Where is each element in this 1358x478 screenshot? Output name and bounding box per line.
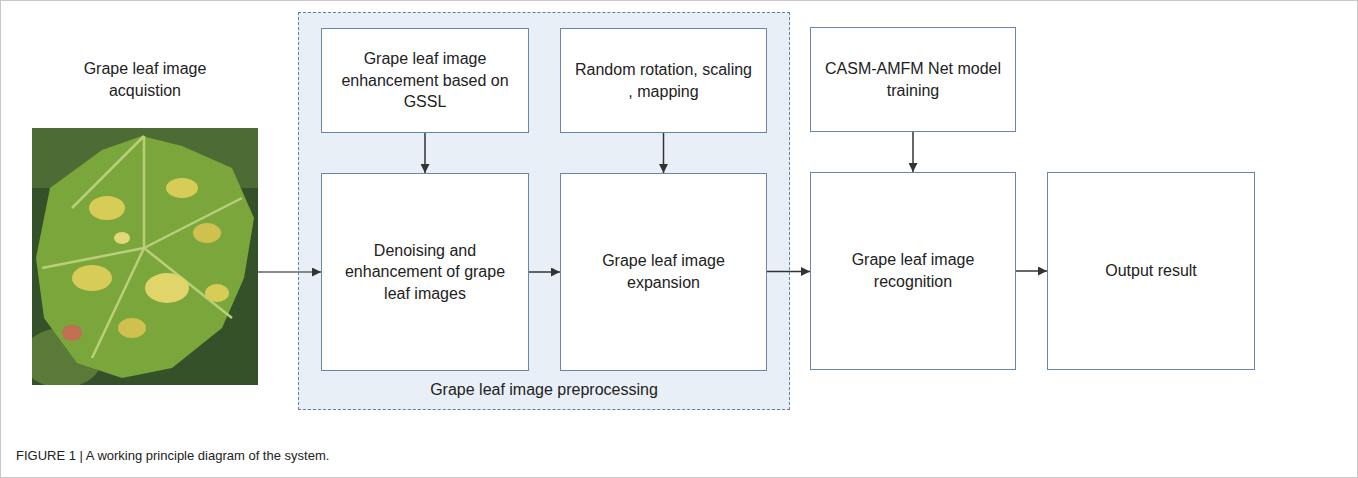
flow-arrow <box>258 271 321 273</box>
box-label: Output result <box>1105 260 1197 282</box>
flow-arrow <box>1016 270 1047 272</box>
flow-arrow <box>767 271 810 273</box>
process-box: Output result <box>1047 172 1255 370</box>
leaf-photo <box>32 128 258 385</box>
dashed-region: Grape leaf image preprocessing Grape leaf… <box>298 12 790 410</box>
process-box: Grape leaf image expansion <box>560 173 767 371</box>
box-label: Grape leaf image recognition <box>823 249 1003 292</box>
process-box: Random rotation, scaling , mapping <box>560 28 767 133</box>
process-box: CASM-AMFM Net model training <box>810 27 1016 132</box>
box-label: Grape leaf image expansion <box>573 250 754 293</box>
flow-arrow <box>529 271 560 273</box>
process-box: Denoising and enhancement of grape leaf … <box>321 173 529 371</box>
region-label: Grape leaf image preprocessing <box>430 379 658 401</box>
image-label: Grape leaf image acquistion <box>65 58 225 101</box>
process-box: Grape leaf image recognition <box>810 172 1016 370</box>
box-label: Denoising and enhancement of grape leaf … <box>334 240 516 305</box>
flow-arrow <box>663 133 665 173</box>
flow-arrow <box>424 133 426 173</box>
region-fill <box>298 12 790 410</box>
image-node: Grape leaf image acquistion <box>32 58 258 385</box>
box-label: Random rotation, scaling , mapping <box>573 59 754 102</box>
box-label: CASM-AMFM Net model training <box>823 58 1003 101</box>
figure-caption: FIGURE 1 | A working principle diagram o… <box>16 448 329 463</box>
box-label: Grape leaf image enhancement based on GS… <box>334 48 516 113</box>
process-box: Grape leaf image enhancement based on GS… <box>321 28 529 133</box>
flow-arrow <box>912 132 914 172</box>
